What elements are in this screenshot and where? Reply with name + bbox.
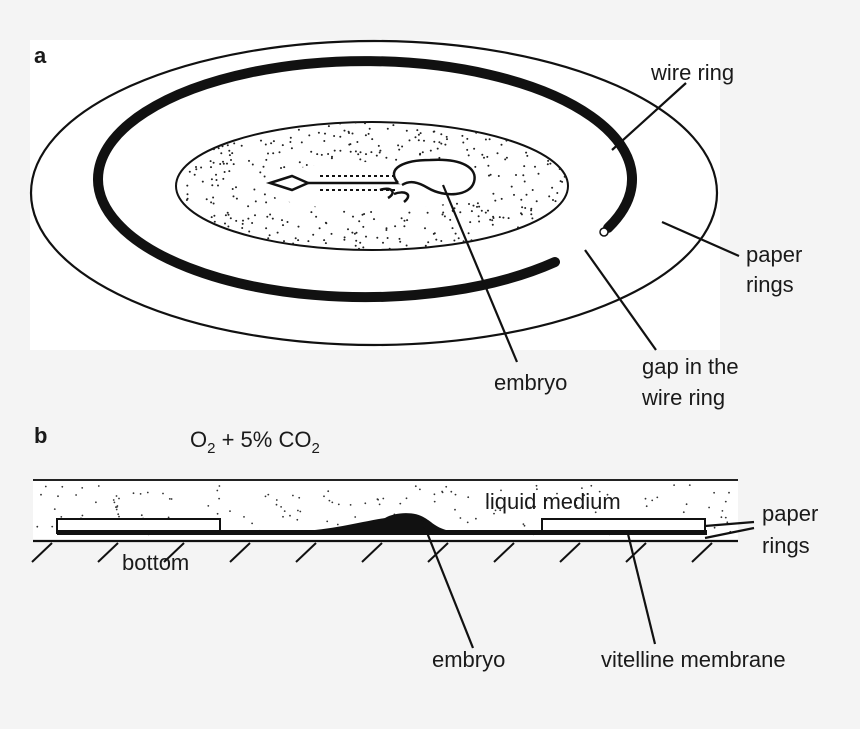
- label-paper-rings-b-line2: rings: [762, 533, 810, 558]
- panel-b: b O2 + 5% CO2 liquid medium paper rings …: [31, 423, 818, 672]
- label-embryo-b: embryo: [432, 647, 505, 672]
- wire-ring: [93, 56, 637, 303]
- panel-b-letter: b: [34, 423, 47, 448]
- embryo-drawing-a: [262, 158, 482, 210]
- panel-a: a wire ring paper rings embryo gap in th…: [29, 39, 802, 410]
- wire-ring-end: [599, 227, 609, 237]
- label-wire-ring: wire ring: [650, 60, 734, 85]
- bottom-hatching: [31, 542, 713, 563]
- leader-paper-rings-a: [661, 220, 740, 258]
- label-paper-rings-a-line1: paper: [746, 242, 802, 267]
- label-liquid-medium: liquid medium: [485, 489, 621, 514]
- label-paper-rings-a-line2: rings: [746, 272, 794, 297]
- leader-paper-rings-b-bottom: [704, 526, 755, 540]
- label-vitelline-membrane: vitelline membrane: [601, 647, 786, 672]
- leader-gap: [584, 249, 657, 351]
- label-bottom: bottom: [122, 550, 189, 575]
- label-paper-rings-b-line1: paper: [762, 501, 818, 526]
- leader-embryo-a: [441, 184, 519, 363]
- label-gap-line1: gap in the: [642, 354, 739, 379]
- panel-a-letter: a: [34, 43, 47, 68]
- label-gap-line2: wire ring: [641, 385, 725, 410]
- embryo-drawing-b: [218, 513, 470, 535]
- label-embryo-a: embryo: [494, 370, 567, 395]
- stipple-dots-b: [36, 484, 732, 536]
- gas-composition: O2 + 5% CO2: [190, 427, 320, 457]
- leader-wire-ring: [611, 82, 687, 151]
- leader-paper-rings-b-top: [704, 520, 755, 528]
- leader-embryo-b: [420, 519, 475, 649]
- leader-vitelline-membrane: [626, 533, 657, 645]
